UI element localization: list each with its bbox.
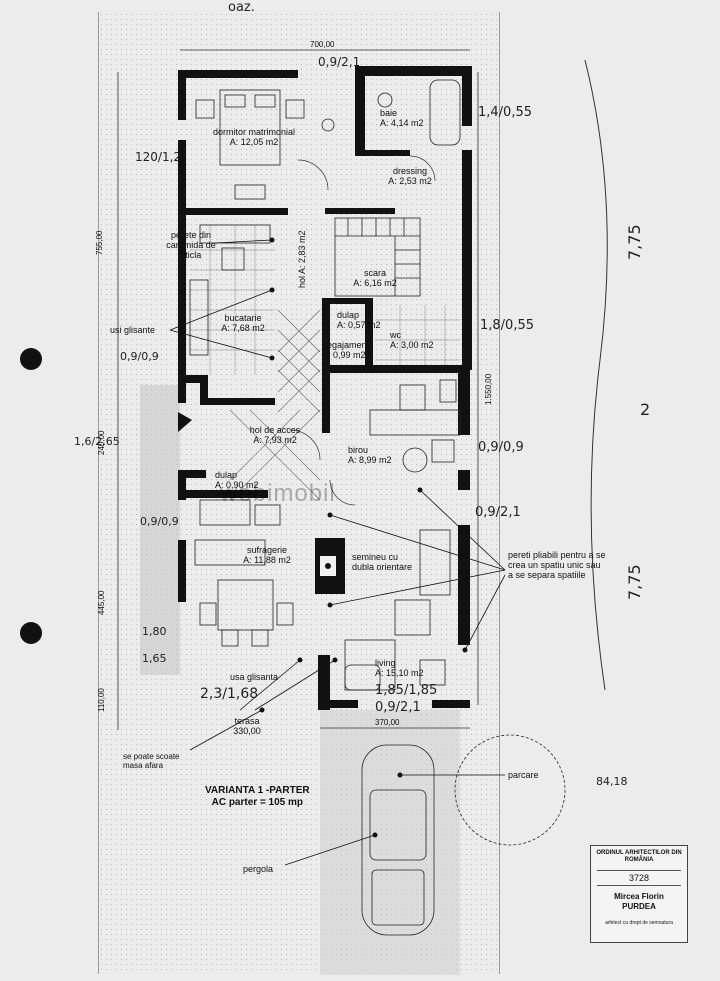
hand-note-2: 1,4/0,55	[478, 105, 532, 120]
hand-header: oaz.	[228, 0, 255, 15]
hand-note-12: 7,75	[625, 564, 644, 600]
walls	[178, 66, 472, 710]
hand-note-5: 1,8/0,55	[480, 318, 534, 333]
hand-note-11: 0,9/0,9	[140, 515, 179, 528]
pergola-label: pergola	[243, 864, 274, 874]
binder-hole-bottom	[20, 622, 42, 644]
hand-note-10: 0,9/2,1	[475, 505, 521, 520]
note-semineu: semineu cu dubla orientare	[352, 552, 413, 572]
stamp-number: 3728	[597, 870, 681, 886]
hall-tile-pattern	[229, 309, 321, 501]
hand-note-15: 2,3/1,68	[200, 686, 259, 702]
parcare-label: parcare	[508, 770, 539, 780]
hand-note-13: 1,80	[142, 625, 167, 638]
dim-left-bottom: 110,00	[97, 688, 106, 712]
hand-note-9: 1,6/2,65	[74, 435, 120, 448]
architect-stamp: ORDINUL ARHITECTILOR DIN ROMÂNIA 3728 Mi…	[590, 845, 688, 943]
hand-bracket	[584, 59, 608, 691]
note-masa-afara: se poate scoate masa afara	[123, 752, 180, 770]
note-perete-sticla: perete din caramida de sticla	[166, 230, 216, 260]
hand-note-7: 2	[640, 400, 651, 419]
hand-note-1: 0,9/2,1	[318, 55, 361, 69]
dim-left-low: 445,00	[97, 590, 106, 615]
furniture	[189, 79, 566, 936]
hand-note-6: 0,9/0,9	[120, 350, 159, 363]
note-usi-glisante: usi glisante	[110, 325, 156, 335]
wc-tile-grid	[375, 305, 460, 370]
leader-dots	[259, 237, 468, 838]
stone-paving-left	[140, 385, 180, 675]
stamp-org: ORDINUL ARHITECTILOR DIN ROMÂNIA	[596, 850, 682, 863]
note-usa-glisanta: usa glisanta	[230, 672, 279, 682]
dim-bottom: 370,00	[375, 718, 400, 727]
dim-left-total: 755,00	[95, 230, 104, 255]
room-hol: hol A: 2,83 m2	[297, 230, 307, 288]
hand-note-3: 120/1,2	[135, 150, 182, 164]
dim-top: 700,00	[310, 40, 335, 49]
hand-note-18: 84,18	[596, 775, 628, 788]
stamp-footer: arhitect cu drept de semnatura	[605, 920, 673, 926]
entrance-arrow-icon	[178, 412, 192, 432]
binder-hole-top	[20, 348, 42, 370]
door-swings	[289, 155, 436, 506]
hand-note-14: 1,65	[142, 652, 167, 665]
hand-note-4: 7,75	[625, 224, 644, 260]
dim-right-total: 1.550,00	[484, 373, 493, 405]
note-pereti-pliabili: pereti pliabili pentru a se crea un spat…	[508, 550, 606, 580]
hand-note-17: 0,9/2,1	[375, 700, 421, 715]
stairs	[334, 217, 421, 297]
leader-lines	[169, 239, 506, 866]
hand-note-16: 1,85/1,85	[375, 683, 438, 698]
parking-paving	[320, 710, 460, 975]
hand-note-8: 0,9/0,9	[478, 440, 524, 455]
watermark: webimobil	[220, 480, 336, 507]
